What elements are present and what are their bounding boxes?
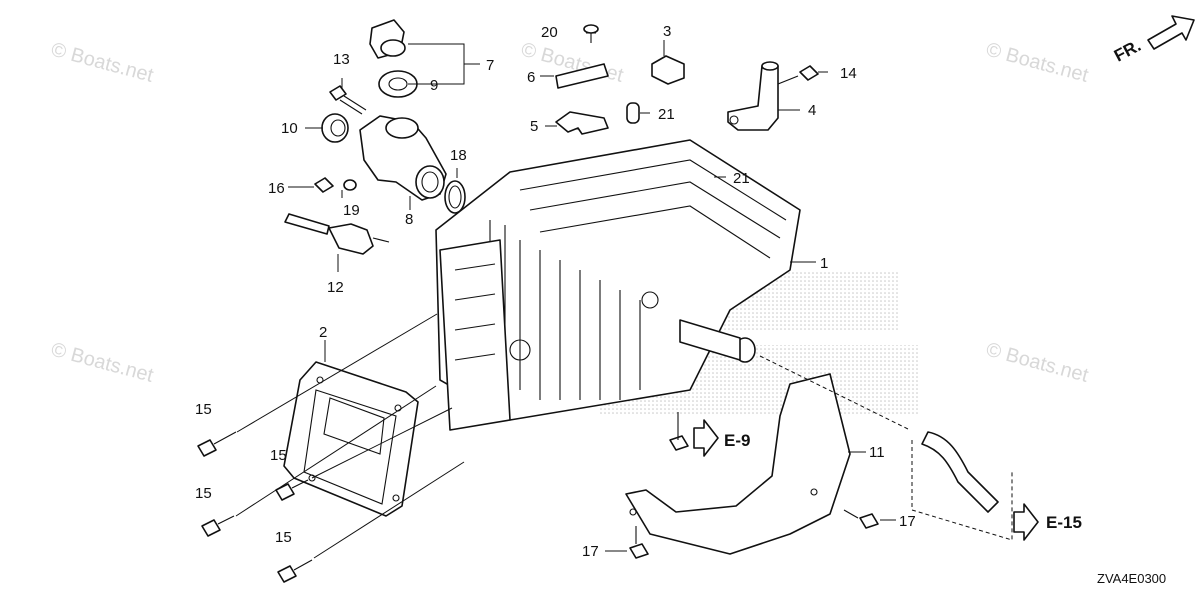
part-16-bolt — [314, 177, 334, 193]
callout-21: 21 — [733, 170, 750, 187]
callout-3: 3 — [663, 23, 671, 40]
watermark-text: © Boats.net — [984, 39, 1091, 87]
part-8-housing — [359, 115, 447, 201]
part-17-bolt — [629, 526, 649, 559]
callout-4: 4 — [808, 102, 816, 119]
part-5-bracket — [555, 111, 609, 135]
callout-7: 7 — [486, 57, 494, 74]
part-17-bolt — [843, 509, 879, 529]
part-1-cylinder-head — [435, 139, 801, 431]
callout-15: 15 — [195, 401, 212, 418]
callout-9: 9 — [430, 77, 438, 94]
part-7-cap — [369, 19, 406, 59]
callout-15: 15 — [270, 447, 287, 464]
callout-16: 16 — [268, 180, 285, 197]
part-6-plate — [555, 63, 609, 89]
part-12-spark-plug — [284, 213, 390, 255]
callout-15: 15 — [195, 485, 212, 502]
part-18-oring — [444, 180, 466, 214]
part-4-pipe — [727, 61, 779, 131]
part-3-block — [651, 55, 685, 85]
callout-2: 2 — [319, 324, 327, 341]
callout-14: 14 — [840, 65, 857, 82]
watermark-text: © Boats.net — [49, 339, 156, 387]
callout-19: 19 — [343, 202, 360, 219]
part-21-dowel — [626, 102, 640, 124]
callout-18: 18 — [450, 147, 467, 164]
watermark-text: © Boats.net — [984, 339, 1091, 387]
reference-arrow-e15: E-15 — [1013, 503, 1082, 541]
callout-17: 17 — [582, 543, 599, 560]
part-20-screw — [583, 24, 599, 43]
part-15-bolt — [201, 515, 235, 537]
diagram-code: ZVA4E0300 — [1097, 571, 1166, 586]
callout-11: 11 — [869, 444, 885, 461]
callout-labels: 1 2 3 4 5 6 7 8 9 10 11 12 13 14 15 15 1… — [195, 23, 916, 560]
part-14-bolt — [777, 65, 819, 85]
callout-5: 5 — [530, 118, 538, 135]
callout-13: 13 — [333, 51, 350, 68]
part-bolt-e9 — [669, 412, 689, 451]
leader-lines — [235, 32, 866, 559]
front-direction-label: FR. — [1111, 36, 1144, 66]
front-direction-arrow: FR. — [1111, 15, 1195, 66]
callout-20: 20 — [541, 24, 558, 41]
part-11-shroud — [625, 373, 851, 555]
reference-label-e9: E-9 — [724, 431, 750, 450]
part-15-bolt — [197, 431, 237, 457]
watermark-text: © Boats.net — [49, 39, 156, 87]
callout-12: 12 — [327, 279, 344, 296]
part-19-washer — [343, 179, 357, 191]
part-13-bolt — [329, 85, 367, 115]
callout-10: 10 — [281, 120, 298, 137]
callout-6: 6 — [527, 69, 535, 86]
reference-arrow-e9: E-9 — [693, 419, 750, 457]
part-hose — [759, 355, 1013, 541]
part-15-bolt — [277, 559, 313, 583]
callout-15: 15 — [275, 529, 292, 546]
part-10-cap — [321, 113, 349, 143]
part-2-head-cover — [283, 361, 419, 517]
part-15-bolt — [275, 479, 309, 501]
part-9-seal — [378, 70, 418, 98]
callout-8: 8 — [405, 211, 413, 228]
callout-1: 1 — [820, 255, 828, 272]
callout-17: 17 — [899, 513, 916, 530]
reference-label-e15: E-15 — [1046, 513, 1082, 532]
callout-21: 21 — [658, 106, 675, 123]
